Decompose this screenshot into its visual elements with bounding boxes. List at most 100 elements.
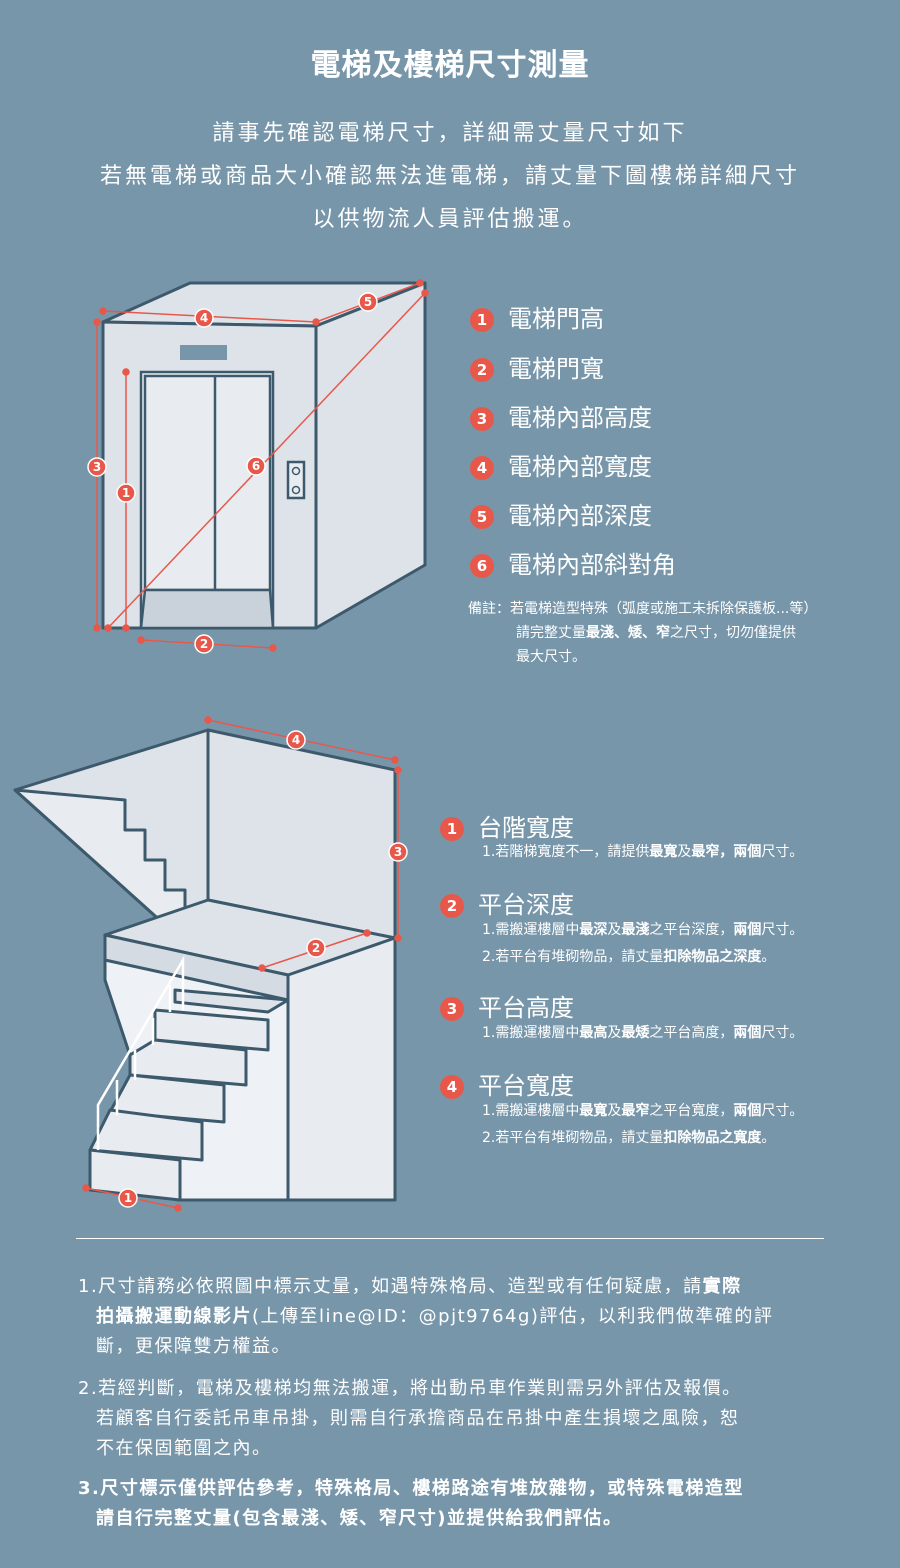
sub-text: 。	[761, 1130, 776, 1146]
footnote-text: 不在保固範圍之內。	[96, 1438, 272, 1459]
note-prefix: 備註：	[468, 601, 510, 617]
sub-text: 之平台深度，	[649, 922, 734, 938]
number-badge: 1	[440, 817, 464, 841]
note-bold: 矮	[628, 625, 642, 641]
sub-text: 尺寸。	[761, 844, 804, 860]
sub-text: 。	[761, 949, 776, 965]
sub-text: 2.若平台有堆砌物品，請丈量	[482, 1130, 664, 1146]
intro-line-1: 請事先確認電梯尺寸，詳細需丈量尺寸如下	[212, 121, 688, 146]
number-badge: 3	[470, 407, 494, 431]
sub-text: 1.若階梯寬度不一，請提供	[482, 844, 650, 860]
sub-text: 及	[607, 1103, 622, 1119]
stairs-diagram: 4 3 2 1	[13, 716, 408, 1212]
elevator-item-label: 電梯內部斜對角	[508, 551, 676, 579]
number-badge: 2	[440, 894, 464, 918]
footnote-2: 2.若經判斷，電梯及樓梯均無法搬運，將出動吊車作業則需另外評估及報價。 若顧客自…	[78, 1374, 838, 1464]
stairs-item-label: 平台高度	[478, 994, 574, 1022]
stairs-item-3-line-1: 1.需搬運樓層中最高及最矮之平台高度，兩個尺寸。	[482, 1021, 803, 1045]
footnote-text: 2.若經判斷，電梯及樓梯均無法搬運，將出動吊車作業則需另外評估及報價。	[78, 1378, 742, 1399]
sub-bold: 最深	[579, 922, 608, 938]
note-bold: 、	[614, 625, 628, 641]
elevator-marker-5: 5	[364, 295, 372, 309]
sub-bold: 最寬	[649, 844, 678, 860]
intro-line-2: 若無電梯或商品大小確認無法進電梯，請丈量下圖樓梯詳細尺寸	[99, 164, 800, 189]
footnote-3: 3.尺寸標示僅供評估參考，特殊格局、樓梯路途有堆放雜物，或特殊電梯造型 請自行完…	[78, 1474, 838, 1534]
sub-text: 1.需搬運樓層中	[482, 1025, 580, 1041]
note-bold: 最淺	[586, 625, 614, 641]
elevator-note: 備註：若電梯造型特殊（弧度或施工未拆除保護板...等） 請完整丈量最淺、矮、窄之…	[468, 597, 888, 669]
elevator-marker-4: 4	[200, 311, 208, 325]
elevator-item-label: 電梯內部高度	[508, 404, 652, 432]
elevator-item-label: 電梯門寬	[508, 355, 604, 383]
stairs-item-4-line-1: 1.需搬運樓層中最寬及最窄之平台寬度，兩個尺寸。	[482, 1099, 803, 1123]
footnote-text: 斷，更保障雙方權益。	[96, 1336, 291, 1357]
elevator-item-3: 3 電梯內部高度	[470, 403, 652, 433]
elevator-item-6: 6 電梯內部斜對角	[470, 550, 676, 580]
footnote-bold: 拍攝搬運動線影片	[96, 1306, 252, 1327]
sub-text: 之平台高度，	[649, 1025, 734, 1041]
stairs-item-1: 1 台階寬度	[440, 808, 574, 843]
floor-display	[180, 345, 227, 360]
sub-text: 尺寸。	[761, 1025, 804, 1041]
intro-line-3: 以供物流人員評估搬運。	[312, 207, 588, 232]
number-badge: 4	[440, 1075, 464, 1099]
elevator-item-label: 電梯內部深度	[508, 502, 652, 530]
stairs-marker-1: 1	[124, 1191, 132, 1205]
number-badge: 3	[440, 997, 464, 1021]
note-text: 之尺寸，切勿僅提供	[670, 625, 796, 641]
sub-text: 尺寸。	[761, 922, 804, 938]
sub-text: 之平台寬度，	[649, 1103, 734, 1119]
stairs-item-4-line-2: 2.若平台有堆砌物品，請丈量扣除物品之寬度。	[482, 1126, 775, 1150]
note-bold: 窄	[656, 625, 670, 641]
number-badge: 2	[470, 358, 494, 382]
note-line-1: 若電梯造型特殊（弧度或施工未拆除保護板...等）	[510, 601, 818, 617]
sub-bold: 兩個	[733, 1103, 762, 1119]
elevator-item-2: 2 電梯門寬	[470, 354, 604, 384]
elevator-marker-2: 2	[200, 637, 208, 651]
sub-text: 2.若平台有堆砌物品，請丈量	[482, 949, 664, 965]
stairs-item-3: 3 平台高度	[440, 988, 574, 1023]
sub-bold: 兩個	[733, 844, 762, 860]
sub-bold: 兩個	[733, 1025, 762, 1041]
stairs-item-2-line-1: 1.需搬運樓層中最深及最淺之平台深度，兩個尺寸。	[482, 918, 803, 942]
sub-bold: 最高	[579, 1025, 608, 1041]
stairs-item-4: 4 平台寬度	[440, 1066, 574, 1101]
sub-text: 及	[607, 922, 622, 938]
footnote-bold: 實際	[702, 1276, 742, 1297]
footnote-text: 若顧客自行委託吊車吊掛，則需自行承擔商品在吊掛中產生損壞之風險，恕	[96, 1408, 740, 1429]
note-bold: 、	[642, 625, 656, 641]
sub-bold: 最寬	[579, 1103, 608, 1119]
footnote-text: (上傳至line@ID：@pjt9764g)評估，以利我們做準確的評	[252, 1306, 774, 1327]
sub-text: 及	[677, 844, 692, 860]
number-badge: 1	[470, 308, 494, 332]
sub-bold: 最窄	[691, 844, 720, 860]
elevator-marker-6: 6	[252, 459, 260, 473]
sub-bold: 最矮	[621, 1025, 650, 1041]
sub-text: 尺寸。	[761, 1103, 804, 1119]
note-text: 請完整丈量	[516, 625, 586, 641]
sub-bold: 最窄	[621, 1103, 650, 1119]
stairs-item-2: 2 平台深度	[440, 885, 574, 920]
number-badge: 4	[470, 456, 494, 480]
elevator-item-5: 5 電梯內部深度	[470, 501, 652, 531]
footnote-text: 3.尺寸標示僅供評估參考，特殊格局、樓梯路途有堆放雜物，或特殊電梯造型	[78, 1478, 744, 1499]
sub-bold: 兩個	[733, 922, 762, 938]
page-title: 電梯及樓梯尺寸測量	[310, 48, 590, 83]
number-badge: 5	[470, 505, 494, 529]
number-badge: 6	[470, 554, 494, 578]
elevator-marker-3: 3	[93, 460, 101, 474]
stairs-item-label: 台階寬度	[478, 814, 574, 842]
sub-bold: 最淺	[621, 922, 650, 938]
stairs-item-2-line-2: 2.若平台有堆砌物品，請丈量扣除物品之深度。	[482, 945, 775, 969]
sub-text: 1.需搬運樓層中	[482, 1103, 580, 1119]
stairs-item-label: 平台寬度	[478, 1072, 574, 1100]
sub-bold: 扣除物品之深度	[663, 949, 762, 965]
stairs-item-label: 平台深度	[478, 891, 574, 919]
sub-bold: 扣除物品之寬度	[663, 1130, 762, 1146]
elevator-diagram: 3 1 2 4 5 6	[87, 279, 429, 654]
stairs-marker-3: 3	[394, 845, 402, 859]
stairs-item-1-line-1: 1.若階梯寬度不一，請提供最寬及最窄，兩個尺寸。	[482, 840, 803, 864]
stairs-marker-4: 4	[292, 733, 300, 747]
